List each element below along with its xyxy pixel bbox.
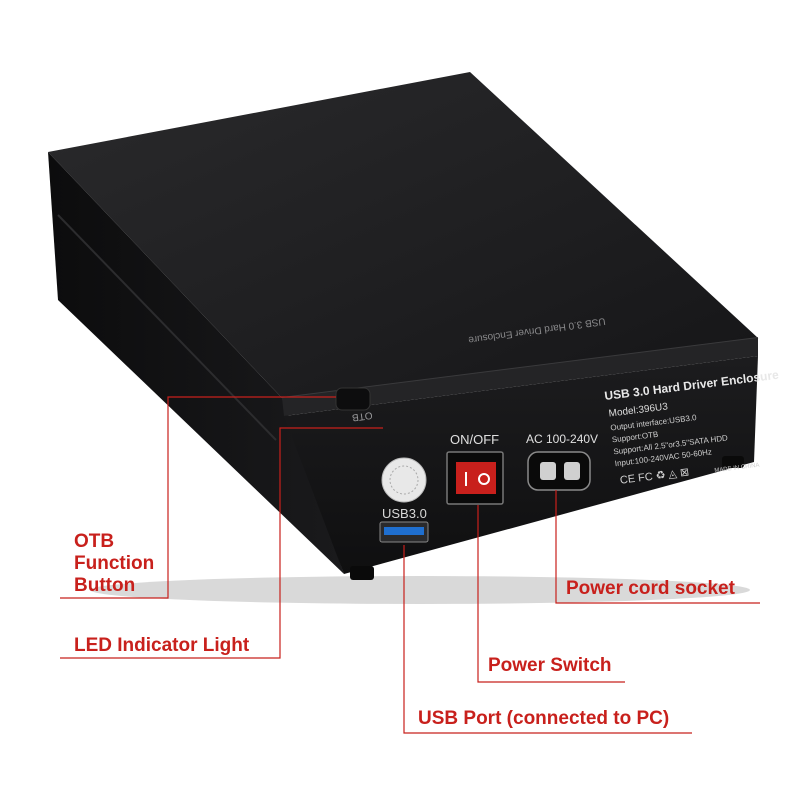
power-switch-callout: Power Switch — [488, 655, 612, 676]
power-cord-leader-line — [555, 490, 760, 604]
usb-label: USB3.0 — [382, 506, 427, 521]
switch-off-mark — [478, 473, 490, 485]
otb-callout-line: Function — [74, 553, 155, 574]
power-cord-callout: Power cord socket — [566, 578, 735, 599]
led-leader-line — [60, 427, 383, 659]
otb-callout-line: Button — [74, 575, 136, 596]
otb-callout: OTB Function Button — [74, 531, 184, 597]
ac-label: AC 100-240V — [526, 432, 598, 446]
switch-label: ON/OFF — [450, 432, 499, 447]
enclosure-left-side — [48, 152, 344, 574]
led-indicator-ring — [389, 465, 419, 495]
otb-label: OTB — [351, 409, 373, 423]
floor-shadow — [90, 576, 750, 604]
front-panel — [284, 356, 758, 574]
side-groove — [57, 214, 277, 441]
switch-leader-line — [477, 505, 625, 683]
foot-left — [350, 566, 374, 580]
power-switch-rocker[interactable] — [456, 462, 496, 494]
power-cord-socket[interactable] — [527, 451, 591, 491]
otb-leader-line — [60, 396, 336, 599]
usb-leader-line — [403, 545, 692, 734]
foot-right — [722, 456, 744, 468]
led-callout: LED Indicator Light — [74, 635, 250, 656]
enclosure-top — [48, 72, 758, 398]
otb-callout-line: OTB — [74, 531, 115, 552]
socket-pin-right — [564, 462, 580, 480]
made-in-label: MADE IN CHINA — [714, 463, 760, 474]
lid-lip — [282, 338, 758, 416]
usb-port-tongue — [384, 527, 424, 535]
otb-button[interactable] — [335, 387, 371, 411]
led-indicator — [381, 457, 427, 503]
socket-pin-left — [540, 462, 556, 480]
leader-lines — [60, 396, 760, 734]
usb-port-callout: USB Port (connected to PC) — [418, 708, 670, 729]
